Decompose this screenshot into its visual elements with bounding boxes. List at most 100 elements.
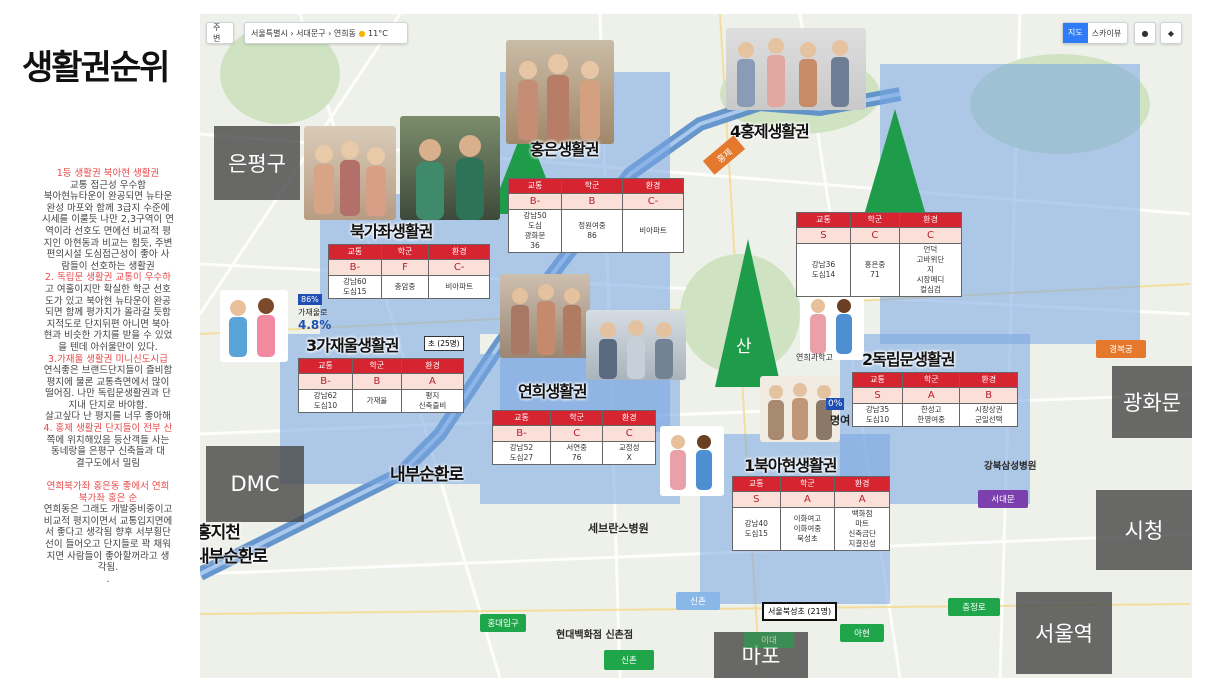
table-cell: 강남62 도심10 — [298, 389, 353, 413]
station-seodaemun[interactable]: 서대문 — [978, 490, 1028, 508]
family-illustration — [304, 126, 396, 220]
description-line: 북아현뉴타운이 완공되면 뉴타운 — [43, 191, 173, 203]
table-cell: F — [380, 259, 430, 276]
crowd-illustration — [400, 116, 500, 220]
table-cell: 홍은중 71 — [849, 243, 900, 297]
page-title: 생활권순위 — [22, 48, 170, 88]
station-hongik[interactable]: 홍대입구 — [480, 614, 526, 632]
badge-yeonhee-small: 연희과학고 — [796, 353, 833, 362]
table-cell: 교통 — [796, 212, 851, 228]
zone-label-hongje: 4홍제생활권 — [730, 122, 810, 141]
table-cell: B — [351, 373, 402, 390]
district-eunpyeong: 은평구 — [214, 126, 300, 200]
table-cell: 학군 — [351, 358, 402, 374]
table-cell: B — [561, 193, 623, 210]
mountain-icon — [860, 109, 930, 229]
description-line: 을 텐데 아쉬울만이 있다. — [58, 341, 158, 353]
map-view[interactable]: 산 주변 서울특별시 › 서대문구 › 연희동 ● 11°C 지도 스카이뷰 — [200, 14, 1192, 678]
weather-temp: 11°C — [368, 28, 388, 38]
breadcrumb-region-1[interactable]: 서울특별시 — [251, 28, 288, 38]
family-illustration — [500, 274, 590, 358]
table-cell: 정원여중 86 — [561, 209, 623, 253]
description-line: 고 여훌이지만 확실한 학군 선호 — [45, 283, 171, 295]
zone-label-gajaeul: 3가재울생활권 — [306, 336, 399, 355]
table-cell: 환경 — [400, 358, 465, 374]
description-line: 3.가재울 생활권 미니신도시급 — [48, 353, 168, 365]
table-cell: 환경 — [898, 212, 963, 228]
mountain-icon — [715, 239, 781, 387]
table-cell: A — [834, 491, 890, 508]
layers-icon[interactable]: ◆ — [1160, 22, 1182, 44]
table-cell: 서연중 76 — [549, 441, 604, 465]
table-cell: S — [732, 491, 781, 508]
table-cell: 학군 — [849, 212, 900, 228]
skyview-button[interactable]: 스카이뷰 — [1091, 28, 1122, 38]
map-view-button[interactable]: 지도 — [1063, 23, 1088, 43]
description-line: 지내 단지로 바야함. — [68, 399, 148, 411]
zone-label-yeonhee: 연희생활권 — [518, 382, 588, 401]
station-sinchon[interactable]: 신촌 — [604, 650, 654, 670]
station-gyeongbokgung[interactable]: 경복궁 — [1096, 340, 1146, 358]
mountain-label: 산 — [736, 337, 752, 357]
breadcrumb-region-3[interactable]: 연희동 — [333, 28, 356, 38]
family-illustration — [800, 290, 864, 360]
landmark-hyundai: 현대백화점 신촌점 — [556, 630, 634, 641]
table-cell: B- — [328, 259, 382, 276]
table-cell: 한성고 한영여중 — [901, 403, 961, 427]
family-illustration — [660, 426, 724, 496]
description-line: 연희북가좌 홍은동 좋에서 연희 — [46, 481, 170, 493]
description-line: 람들이 선호하는 생활권 — [61, 260, 155, 272]
table-cell: 충암중 — [380, 275, 430, 299]
description-line: 선이 들어오고 단지들로 꽉 채워 — [45, 539, 171, 550]
station-ahyeon[interactable]: 아현 — [840, 624, 884, 642]
table-cell: 강남40 도심15 — [732, 507, 781, 551]
breadcrumb-region-2[interactable]: 서대문구 — [296, 28, 326, 38]
table-cell: 학군 — [561, 178, 623, 194]
table-cell: B- — [298, 373, 353, 390]
table-cell: 비아파트 — [428, 275, 490, 299]
table-cell: A — [901, 387, 961, 404]
station-sinchon-2[interactable]: 신촌 — [676, 592, 720, 610]
table-cell: S — [852, 387, 903, 404]
description-line: 지인 아현동과 비교는 힘듯, 주변 — [43, 237, 173, 249]
road-naebu-1: 내부순환로 — [390, 465, 464, 485]
table-cell: 교통 — [492, 410, 551, 426]
station-idae[interactable]: 이대 — [744, 632, 794, 648]
station-chungjeongno[interactable]: 충정로 — [948, 598, 1000, 616]
description-line: 살고싶다 난 평지를 너무 좋아해 — [45, 411, 171, 423]
family-illustration — [506, 40, 614, 144]
description-line: 4. 홍제 생활권 단지들이 전부 산 — [43, 423, 173, 435]
zone-label-dongnimmun: 2독립문생활권 — [862, 350, 955, 369]
description-line: 떨어짐. 나만 독립문생활권과 단 — [45, 388, 171, 400]
table-cell: B — [959, 387, 1018, 404]
description-line: 편의시설 도심접근성이 좋아 사 — [46, 249, 170, 261]
home-button[interactable]: 주변 — [206, 22, 234, 44]
breadcrumb[interactable]: 서울특별시 › 서대문구 › 연희동 ● 11°C — [244, 22, 408, 44]
zone-hongje — [880, 64, 1140, 344]
table-cell: 교통 — [852, 372, 903, 388]
family-illustration — [220, 290, 288, 362]
table-cell: C- — [621, 193, 685, 210]
table-cell: 교통 — [298, 358, 353, 374]
table-cell: 학군 — [779, 476, 836, 492]
table-cell: 환경 — [621, 178, 685, 194]
description-line: . — [106, 573, 110, 585]
description-line: 교통 접근성 우수함 — [70, 179, 146, 191]
table-cell: 언덕 고바위단 지 시장메디 컬심검 — [898, 243, 963, 297]
map-type-switch[interactable]: 지도 스카이뷰 — [1062, 22, 1128, 44]
table-cell: C — [549, 425, 604, 442]
location-pin-icon[interactable]: ● — [1134, 22, 1156, 44]
table-cell: A — [400, 373, 465, 390]
description-line: 역이라 선호도 면에선 비교적 평 — [45, 225, 171, 237]
table-cell: 이화여고 이화여중 북성초 — [779, 507, 836, 551]
